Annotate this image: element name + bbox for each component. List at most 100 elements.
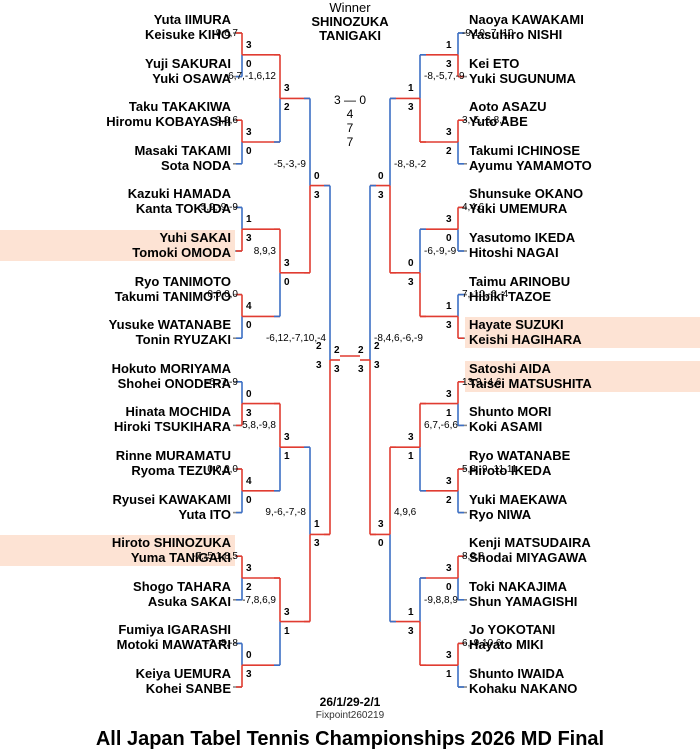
pair-highlight: [0, 230, 235, 261]
player-name: Shodai MIYAGAWA: [469, 550, 587, 566]
match-score: 7,-10,-6,-4: [462, 289, 509, 301]
match-score: -7,8,6,9: [242, 594, 276, 606]
player-name: Yuki MAEKAWA: [469, 491, 568, 507]
game-mark: 0: [378, 538, 384, 550]
game-mark: 0: [246, 650, 252, 662]
winner-team-2: TANIGAKI: [319, 28, 381, 43]
game-mark: 2: [446, 494, 452, 506]
final-mark-left: 3: [316, 360, 322, 371]
player-name: Tomoki OMODA: [132, 245, 231, 260]
match-score: -7,-5,1,8,5: [192, 551, 238, 562]
game-mark: 0: [284, 276, 290, 288]
event-date: 26/1/29-2/1: [319, 695, 381, 709]
game-mark: 3: [246, 233, 252, 245]
game-mark: 0: [314, 170, 320, 182]
player-name: Yusuke WATANABE: [108, 317, 231, 333]
game-mark: 2: [358, 345, 364, 356]
player-name: Yuki SUGUNUMA: [469, 70, 576, 86]
player-name: Hayato MIKI: [469, 637, 544, 653]
game-mark: 3: [246, 407, 252, 419]
game-mark: 0: [446, 233, 452, 245]
player-name: Taku TAKAKIWA: [128, 99, 231, 115]
player-name: Fumiya IGARASHI: [118, 622, 231, 638]
match-score: -2,-8,-8: [205, 638, 238, 650]
game-mark: 1: [446, 301, 452, 313]
player-name: Satoshi AIDA: [469, 360, 551, 376]
game-mark: 1: [408, 83, 414, 95]
player-name: Kei ETO: [469, 55, 520, 71]
game-mark: 3: [446, 127, 452, 138]
game-mark: 3: [446, 320, 452, 332]
match-score: 9,-6,-7,-8: [265, 507, 306, 519]
game-mark: 3: [246, 127, 252, 138]
player-name: Tonin RYUZAKI: [135, 332, 231, 348]
player-name: Hiroki TSUKIHARA: [113, 419, 231, 435]
player-name: Shunto IWAIDA: [469, 666, 565, 681]
game-mark: 1: [284, 451, 290, 463]
player-name: Kazuki HAMADA: [127, 186, 231, 202]
player-name: Ayumu YAMAMOTO: [469, 157, 592, 173]
player-name: Motoki MAWATARI: [116, 637, 231, 653]
player-name: Hokuto MORIYAMA: [111, 360, 231, 376]
match-score: -6,-7,-9: [205, 376, 238, 388]
player-name: Yuta ITO: [178, 506, 232, 522]
final-score: 3 — 0: [333, 93, 366, 107]
player-name: Yuki OSAWA: [152, 70, 231, 86]
match-score: 4,4,6: [462, 202, 485, 214]
player-name: Hinata MOCHIDA: [125, 404, 231, 420]
player-name: Hiroto SHINOZUKA: [111, 535, 231, 551]
source-credit: Fixpoint260219: [315, 710, 385, 721]
player-name: Ryo WATANABE: [469, 448, 571, 463]
game-mark: 4: [246, 475, 252, 487]
match-score: 9,9,6: [215, 115, 238, 126]
page-title: All Japan Tabel Tennis Championships 202…: [95, 728, 605, 750]
player-name: Naoya KAWAKAMI: [469, 12, 584, 27]
game-mark: 3: [446, 563, 452, 574]
match-score: -6,7,-1,6,12: [224, 71, 276, 83]
final-mark-right: 2: [374, 341, 380, 352]
player-name: Kenji MATSUDAIRA: [469, 535, 591, 551]
game-mark: 3: [378, 189, 384, 201]
player-name: Jo YOKOTANI: [469, 622, 556, 638]
player-name: Yuma TANIGAKI: [130, 550, 231, 566]
player-name: Yuhi SAKAI: [159, 230, 231, 245]
match-score: 0,0,0,0: [207, 463, 238, 475]
player-name: Shohei ONODERA: [117, 375, 231, 391]
game-mark: 1: [284, 625, 290, 637]
player-name: Keiya UEMURA: [135, 666, 231, 681]
game-mark: 2: [446, 146, 452, 157]
player-name: Keishi HAGIHARA: [469, 332, 582, 348]
game-mark: 3: [446, 214, 452, 226]
player-name: Ryoma TEZUKA: [131, 463, 231, 478]
player-name: Ryo NIWA: [469, 506, 532, 522]
match-score: 9,6,7: [215, 27, 238, 39]
game-mark: 3: [358, 364, 364, 375]
game-mark: 3: [408, 276, 414, 288]
game-mark: 1: [446, 669, 452, 681]
player-name: Aoto ASAZU: [469, 99, 547, 115]
match-score: -6,-9,-9: [424, 245, 457, 257]
game-mark: 1: [246, 214, 252, 226]
game-mark: 2: [284, 102, 290, 114]
player-name: Toki NAKAJIMA: [469, 578, 567, 594]
match-score: -8,4,6,-6,-9: [374, 333, 423, 344]
match-score: -5,-3,-9: [273, 158, 306, 170]
game-mark: 2: [334, 345, 340, 356]
game-mark: 3: [246, 39, 252, 51]
game-mark: 1: [314, 519, 320, 531]
player-name: Taisei MATSUSHITA: [469, 375, 592, 391]
game-mark: 3: [378, 519, 384, 531]
game-mark: 3: [246, 669, 252, 681]
player-name: Sota NODA: [160, 157, 231, 173]
match-score: 8,9,3: [253, 245, 276, 257]
winner-team-1: SHINOZUKA: [311, 14, 389, 29]
player-name: Takumi TANIMOTO: [114, 288, 231, 304]
player-name: Kohei SANBE: [145, 681, 231, 696]
game-mark: 0: [446, 582, 452, 593]
game-mark: 3: [284, 432, 290, 444]
player-name: Yuta IIMURA: [153, 12, 231, 27]
player-name: Shunto MORI: [469, 404, 552, 420]
player-name: Shun YAMAGISHI: [469, 593, 578, 609]
